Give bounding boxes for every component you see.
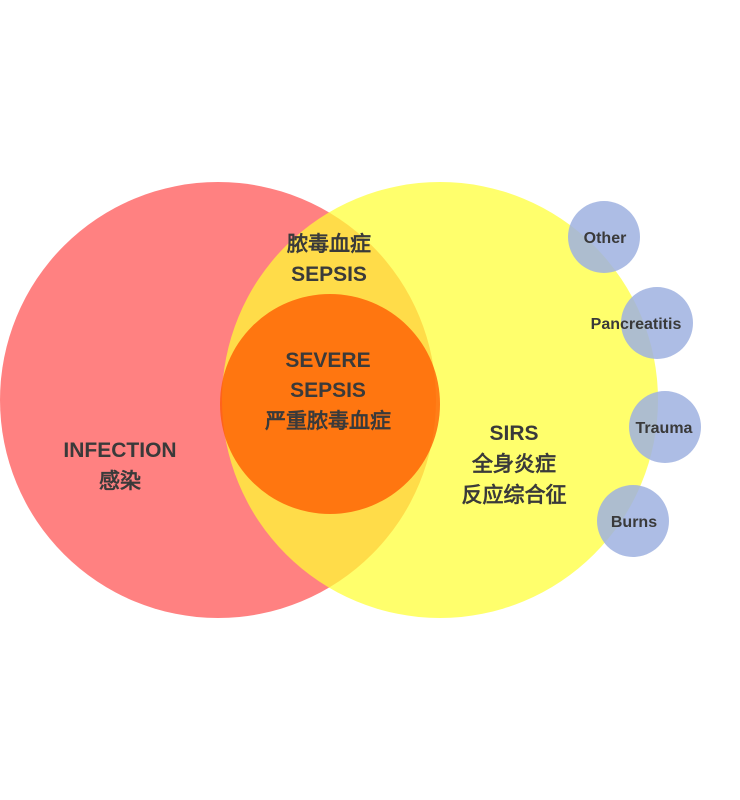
cause-circle-trauma xyxy=(629,391,701,463)
severe-sepsis-circle xyxy=(220,294,440,514)
sirs-label-zh-line1: 全身炎症 xyxy=(471,452,556,476)
sirs-label-zh-line2: 反应综合征 xyxy=(462,483,567,507)
severe-sepsis-label-zh: 严重脓毒血症 xyxy=(265,409,391,433)
severe-sepsis-label-line2: SEPSIS xyxy=(290,379,366,402)
cause-label-other: Other xyxy=(584,230,627,247)
infection-label-zh: 感染 xyxy=(99,469,141,493)
sirs-label-en: SIRS xyxy=(489,422,538,445)
severe-sepsis-label-line1: SEVERE xyxy=(285,349,370,372)
cause-label-trauma: Trauma xyxy=(636,420,693,437)
infection-label-en: INFECTION xyxy=(63,439,176,462)
cause-circle-pancreatitis xyxy=(621,287,693,359)
sepsis-label-en: SEPSIS xyxy=(291,263,367,286)
cause-circle-burns xyxy=(597,485,669,557)
cause-label-burns: Burns xyxy=(611,514,657,531)
cause-circle-other xyxy=(568,201,640,273)
sepsis-label-zh: 脓毒血症 xyxy=(286,232,371,256)
cause-label-pancreatitis: Pancreatitis xyxy=(591,316,682,333)
